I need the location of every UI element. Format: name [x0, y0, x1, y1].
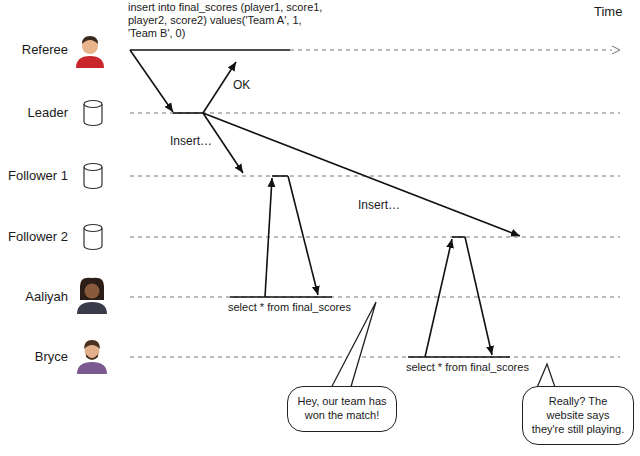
query-label: select * from final_scores	[404, 361, 531, 374]
speech-bubble: Really? The website says they're still p…	[522, 386, 634, 445]
participant-name: Leader	[28, 105, 68, 121]
query-label: select * from final_scores	[226, 301, 353, 314]
time-label: Time	[594, 4, 622, 20]
participant-name: Follower 1	[8, 168, 68, 184]
message-label: Insert…	[356, 198, 402, 212]
participant-name: Bryce	[35, 349, 68, 365]
participant-name: Follower 2	[8, 229, 68, 245]
message-label: Insert…	[168, 134, 214, 148]
sql-statement: insert into final_scores (player1, score…	[128, 1, 328, 41]
speech-text: Hey, our team has won the match!	[294, 395, 390, 423]
speech-text: Really? The website says they're still p…	[529, 395, 627, 436]
participant-name: Referee	[22, 42, 68, 58]
message-label: OK	[231, 78, 252, 92]
speech-bubble: Hey, our team has won the match!	[287, 386, 397, 432]
participant-name: Aaliyah	[25, 289, 68, 305]
